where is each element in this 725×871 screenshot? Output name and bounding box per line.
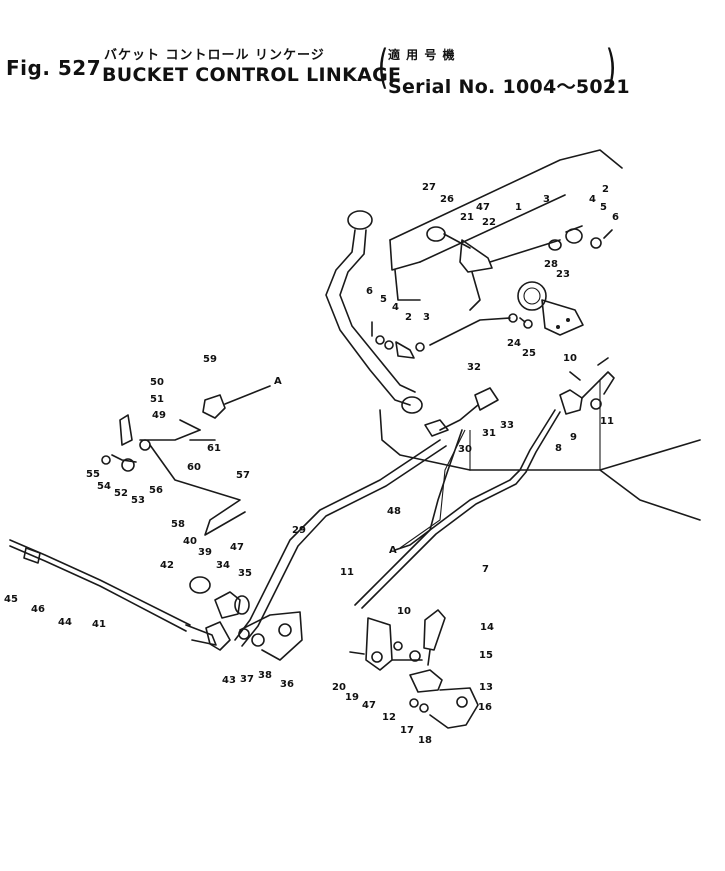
part-label-24: 24 xyxy=(507,338,521,349)
part-label-48: 48 xyxy=(387,506,401,517)
part-label-43: 43 xyxy=(222,675,236,686)
serial-paren-open: ( xyxy=(377,40,389,94)
title-japanese: バケット コントロール リンケージ xyxy=(104,48,325,63)
part-label-47: 47 xyxy=(230,542,244,553)
part-label-17: 17 xyxy=(400,725,414,736)
part-label-10: 10 xyxy=(397,606,411,617)
part-label-42: 42 xyxy=(160,560,174,571)
part-label-2: 2 xyxy=(405,312,412,323)
part-label-56: 56 xyxy=(149,485,163,496)
part-label-26: 26 xyxy=(440,194,454,205)
part-label-20: 20 xyxy=(332,682,346,693)
part-label-6: 6 xyxy=(612,212,619,223)
part-label-7: 7 xyxy=(482,564,489,575)
lower-left-rod xyxy=(9,539,303,661)
lower-right-lever xyxy=(349,609,479,729)
part-label-3: 3 xyxy=(543,194,550,205)
cable-48 xyxy=(399,429,466,549)
part-label-5: 5 xyxy=(380,294,387,305)
upper-shaft-assembly xyxy=(426,225,613,346)
part-label-32: 32 xyxy=(467,362,481,373)
part-label-36: 36 xyxy=(280,679,294,690)
part-label-23: 23 xyxy=(556,269,570,280)
part-label-35: 35 xyxy=(238,568,252,579)
part-label-6: 6 xyxy=(366,286,373,297)
part-label-10: 10 xyxy=(563,353,577,364)
part-label-12: 12 xyxy=(382,712,396,723)
part-label-53: 53 xyxy=(131,495,145,506)
part-label-40: 40 xyxy=(183,536,197,547)
part-label-19: 19 xyxy=(345,692,359,703)
machine-body xyxy=(379,149,701,521)
part-label-11: 11 xyxy=(600,416,614,427)
pin-set-upper-left xyxy=(371,321,425,359)
part-label-58: 58 xyxy=(171,519,185,530)
part-label-55: 55 xyxy=(86,469,100,480)
part-labels: 1223344556678910101111121314151617181920… xyxy=(4,182,619,746)
part-label-8: 8 xyxy=(555,443,562,454)
part-label-14: 14 xyxy=(480,622,494,633)
part-label-28: 28 xyxy=(544,259,558,270)
part-label-50: 50 xyxy=(150,377,164,388)
part-label-60: 60 xyxy=(187,462,201,473)
figure-number: Fig. 527 xyxy=(6,56,102,80)
part-label-45: 45 xyxy=(4,594,18,605)
part-label-21: 21 xyxy=(460,212,474,223)
part-label-46: 46 xyxy=(31,604,45,615)
part-label-18: 18 xyxy=(418,735,432,746)
part-label-5: 5 xyxy=(600,202,607,213)
part-label-25: 25 xyxy=(522,348,536,359)
part-label-31: 31 xyxy=(482,428,496,439)
control-lever xyxy=(325,210,423,414)
part-label-47: 47 xyxy=(362,700,376,711)
serial-paren-close: ) xyxy=(605,40,617,94)
center-bracket xyxy=(234,387,499,647)
part-label-41: 41 xyxy=(92,619,106,630)
left-bracket xyxy=(101,385,271,536)
part-label-47: 47 xyxy=(476,202,490,213)
part-label-57: 57 xyxy=(236,470,250,481)
part-label-38: 38 xyxy=(258,670,272,681)
part-label-59: 59 xyxy=(203,354,217,365)
part-label-4: 4 xyxy=(392,302,399,313)
part-label-34: 34 xyxy=(216,560,230,571)
part-label-2: 2 xyxy=(602,184,609,195)
part-label-39: 39 xyxy=(198,547,212,558)
part-label-30: 30 xyxy=(458,444,472,455)
part-label-9: 9 xyxy=(570,432,577,443)
part-label-15: 15 xyxy=(479,650,493,661)
part-label-13: 13 xyxy=(479,682,493,693)
part-label-1: 1 xyxy=(515,202,522,213)
part-label-16: 16 xyxy=(478,702,492,713)
part-label-37: 37 xyxy=(240,674,254,685)
part-label-44: 44 xyxy=(58,617,72,628)
part-label-52: 52 xyxy=(114,488,128,499)
part-label-54: 54 xyxy=(97,481,111,492)
part-label-4: 4 xyxy=(589,194,596,205)
part-label-27: 27 xyxy=(422,182,436,193)
part-label-51: 51 xyxy=(150,394,164,405)
page-title: BUCKET CONTROL LINKAGE xyxy=(102,64,402,86)
part-label-33: 33 xyxy=(500,420,514,431)
part-label-29: 29 xyxy=(292,525,306,536)
serial-range: Serial No. 1004～5021 xyxy=(388,76,630,98)
part-label-A: A xyxy=(389,545,397,556)
part-label-61: 61 xyxy=(207,443,221,454)
part-label-49: 49 xyxy=(152,410,166,421)
part-label-11: 11 xyxy=(340,567,354,578)
part-label-A: A xyxy=(274,376,282,387)
part-label-3: 3 xyxy=(423,312,430,323)
part-label-22: 22 xyxy=(482,217,496,228)
serial-label-japanese: 適 用 号 機 xyxy=(388,48,456,62)
right-rod xyxy=(354,357,615,609)
